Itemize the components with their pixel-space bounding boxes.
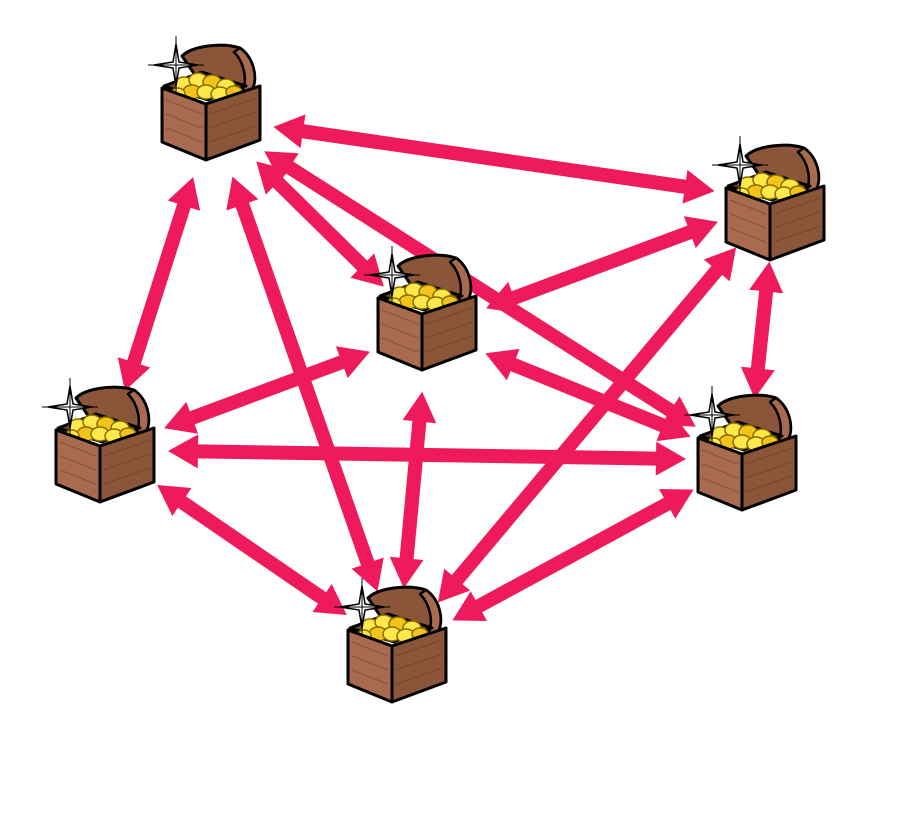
arrow-chest-center-to-chest-middle-left xyxy=(164,346,370,434)
arrow-chest-top-left-to-chest-middle-right xyxy=(264,151,696,427)
chest-top-right xyxy=(710,134,826,262)
chest-middle-right xyxy=(682,384,798,512)
chests-layer xyxy=(40,34,826,704)
arrow-chest-top-right-to-chest-bottom xyxy=(437,247,737,603)
arrow-chest-top-left-to-chest-middle-left xyxy=(117,177,201,391)
arrow-chest-top-left-to-chest-bottom xyxy=(226,176,384,592)
arrows-layer xyxy=(117,114,784,621)
arrow-chest-middle-left-to-chest-bottom xyxy=(157,485,347,615)
chest-middle-left xyxy=(40,376,156,504)
arrow-chest-center-to-chest-top-right xyxy=(486,216,718,314)
arrow-chest-middle-right-to-chest-bottom xyxy=(452,489,694,621)
arrow-chest-top-right-to-chest-middle-right xyxy=(740,261,784,399)
arrow-chest-center-to-chest-bottom xyxy=(389,391,437,589)
arrow-chest-center-to-chest-middle-right xyxy=(485,348,691,442)
arrow-chest-top-left-to-chest-center xyxy=(256,161,384,287)
chest-top-left xyxy=(146,34,262,162)
chest-bottom xyxy=(332,576,448,704)
chest-center xyxy=(362,244,478,372)
arrow-chest-top-left-to-chest-top-right xyxy=(273,114,715,204)
arrow-chest-middle-left-to-chest-middle-right xyxy=(168,434,686,476)
